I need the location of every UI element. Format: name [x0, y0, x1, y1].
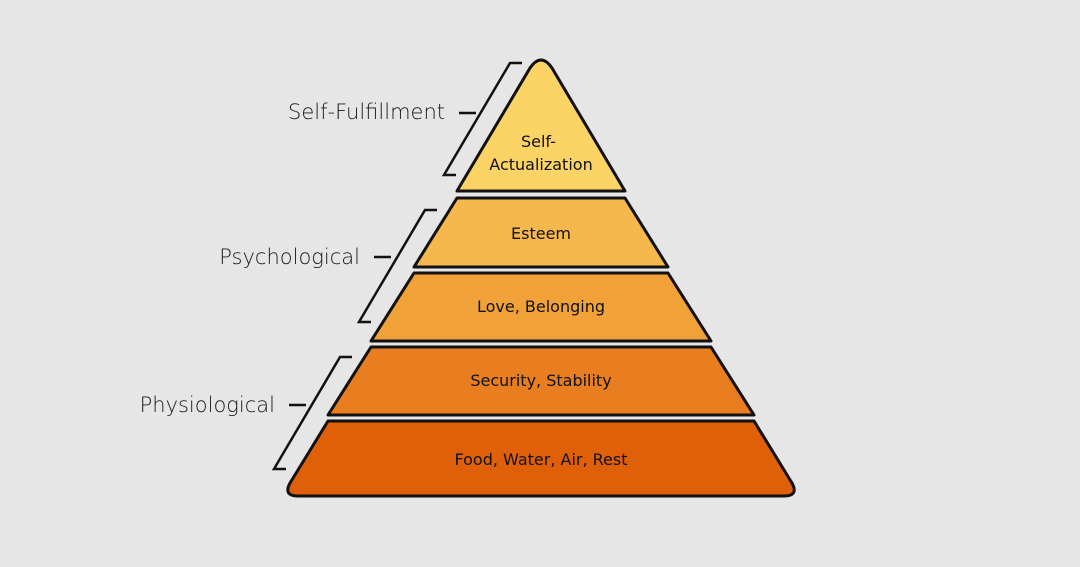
tier-esteem-label: Esteem	[511, 224, 571, 243]
group-physiological-label: Physiological	[140, 393, 275, 417]
tier-love-belonging-shape	[369, 271, 713, 343]
tier-food-water-air-rest-label: Food, Water, Air, Rest	[455, 450, 628, 469]
tier-esteem-label-line-1: Esteem	[511, 224, 571, 243]
tier-food-water-air-rest: Food, Water, Air, Rest	[286, 419, 796, 498]
group-psychological-bracket	[356, 208, 437, 324]
group-psychological-label: Psychological	[219, 245, 360, 269]
group-self-fulfillment-bracket	[441, 61, 522, 177]
tier-security-stability: Security, Stability	[326, 345, 756, 417]
tier-security-stability-label-line-1: Security, Stability	[470, 371, 611, 390]
tier-self-actualization: Self- Actualization	[455, 58, 627, 193]
tier-self-actualization-label-line-2: Actualization	[489, 155, 592, 174]
group-self-fulfillment-label: Self-Fulfillment	[288, 100, 445, 124]
tier-security-stability-label: Security, Stability	[470, 371, 611, 390]
tier-esteem-shape	[412, 196, 670, 269]
tier-self-actualization-shape	[455, 58, 627, 193]
tier-food-water-air-rest-label-line-1: Food, Water, Air, Rest	[455, 450, 628, 469]
group-physiological: Physiological	[140, 355, 352, 471]
tier-security-stability-shape	[326, 345, 756, 417]
tier-food-water-air-rest-shape	[286, 419, 796, 498]
group-psychological: Psychological	[219, 208, 437, 324]
group-physiological-bracket	[271, 355, 352, 471]
tier-esteem: Esteem	[412, 196, 670, 269]
tier-self-actualization-label: Self- Actualization	[489, 132, 592, 174]
tier-love-belonging-label: Love, Belonging	[477, 297, 605, 316]
tier-love-belonging: Love, Belonging	[369, 271, 713, 343]
tier-love-belonging-label-line-1: Love, Belonging	[477, 297, 605, 316]
tier-self-actualization-label-line-1: Self-	[521, 132, 556, 151]
group-self-fulfillment: Self-Fulfillment	[288, 61, 522, 177]
